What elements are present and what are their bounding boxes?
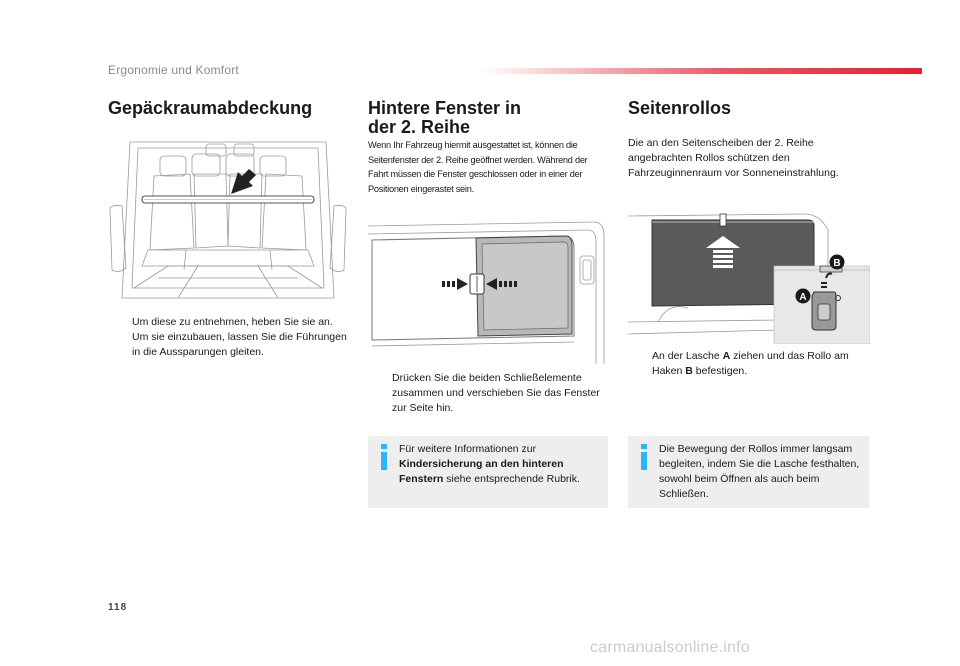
- rear-windows-intro: Wenn Ihr Fahrzeug hiermit ausgestattet i…: [368, 140, 588, 194]
- list-item: Um diese zu entnehmen, heben Sie sie an.: [108, 315, 348, 330]
- header-accent-bar: [480, 68, 922, 74]
- list-item: An der Lasche A ziehen und das Rollo am …: [628, 349, 868, 379]
- side-blinds-title: Seitenrollos: [628, 98, 732, 118]
- rear-windows-info-box: Für weitere Informationen zur Kindersich…: [368, 436, 608, 508]
- luggage-cover-illustration: [109, 141, 347, 299]
- luggage-cover-instructions: Um diese zu entnehmen, heben Sie sie an.…: [108, 315, 348, 360]
- watermark: carmanualsonline.info: [590, 639, 750, 656]
- info-icon: [381, 444, 387, 470]
- side-blind-illustration: B A: [628, 213, 870, 344]
- side-blinds-info-box: Die Bewegung der Rollos immer langsam be…: [628, 436, 869, 508]
- section-title: Ergonomie und Komfort: [108, 63, 239, 77]
- rear-windows-info-text: Für weitere Informationen zur Kindersich…: [399, 443, 580, 485]
- page-number: 118: [108, 602, 128, 613]
- side-blinds-intro: Die an den Seitenscheiben der 2. Reihe a…: [628, 137, 839, 179]
- label-a: A: [799, 292, 806, 303]
- rear-windows-title: Hintere Fenster in der 2. Reihe: [368, 98, 522, 137]
- bullet-marker: [108, 315, 132, 330]
- rear-windows-instructions: Drücken Sie die beiden Schließelemente z…: [368, 371, 608, 416]
- info-icon: [641, 444, 647, 470]
- list-item: Drücken Sie die beiden Schließelemente z…: [368, 371, 608, 416]
- luggage-cover-title: Gepäckraumabdeckung: [108, 98, 313, 118]
- bullet-marker: [628, 349, 652, 379]
- label-a-badge: [795, 288, 811, 304]
- rear-window-illustration: [368, 221, 605, 364]
- label-b: B: [833, 258, 840, 269]
- list-item: Um sie einzubauen, lassen Sie die Führun…: [108, 330, 348, 360]
- bullet-marker: [108, 330, 132, 360]
- label-b-badge: [829, 254, 845, 270]
- bullet-marker: [368, 371, 392, 416]
- side-blinds-info-text: Die Bewegung der Rollos immer langsam be…: [659, 443, 860, 500]
- side-blinds-instructions: An der Lasche A ziehen und das Rollo am …: [628, 349, 868, 379]
